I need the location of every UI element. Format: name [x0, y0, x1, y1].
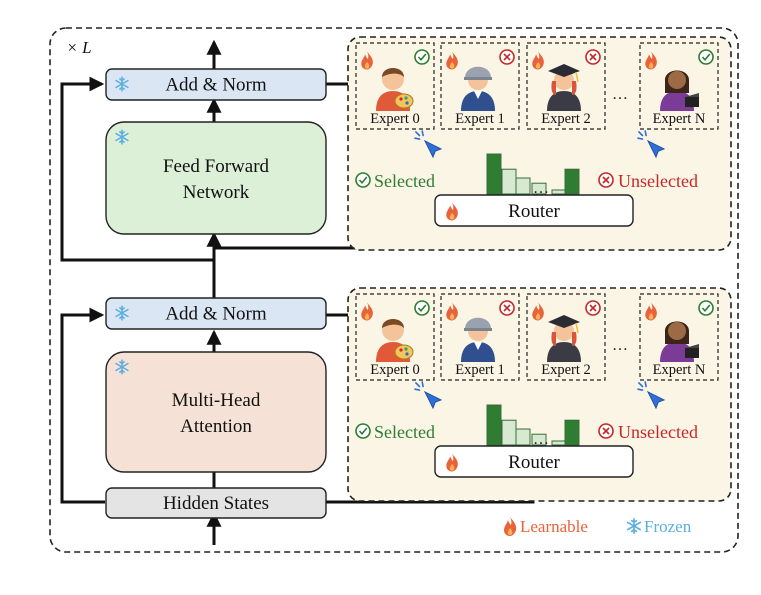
residual-ffn-connection	[60, 76, 214, 262]
legend-learnable-label: Learnable	[520, 517, 588, 536]
expert-avatar-icon	[546, 314, 582, 363]
feed-forward-network-block-label-line1: Feed Forward	[163, 156, 270, 177]
repeat-count-label: × L	[66, 38, 91, 57]
router-bars-ellipsis: …	[533, 431, 549, 448]
expert-card-attention-0	[355, 293, 435, 381]
expert-card-ffn-2	[526, 42, 606, 130]
add-norm-block-bottom-label: Add & Norm	[165, 304, 267, 325]
expert-label-1: Expert 1	[455, 111, 505, 127]
multi-head-attention-block	[105, 351, 327, 473]
unselected-label: Unselected	[618, 422, 698, 442]
selected-check-icon	[414, 49, 430, 65]
repeat-frame	[49, 27, 739, 553]
legend-frozen-label: Frozen	[644, 517, 692, 536]
expert-card-ffn-0	[355, 42, 435, 130]
add-norm-block-top-label: Add & Norm	[165, 75, 267, 96]
experts-ellipsis: …	[612, 337, 628, 354]
add-norm-block-top	[105, 68, 327, 101]
expert-label-0: Expert 0	[370, 362, 420, 378]
router-label: Router	[508, 452, 560, 473]
router-score-bar-5	[564, 419, 580, 446]
hidden-states-block	[105, 487, 327, 519]
selected-label: Selected	[374, 422, 435, 442]
router-box-attention	[434, 445, 634, 478]
router-score-bar-0	[486, 153, 502, 195]
unselected-cross-icon	[585, 300, 601, 316]
unselected-cross-icon	[598, 423, 614, 439]
add-norm-block-bottom	[105, 297, 327, 330]
router-label: Router	[508, 201, 560, 222]
residual-attention-connection	[60, 307, 105, 504]
expert-label-3: Expert N	[653, 111, 706, 127]
router-score-bar-2	[515, 428, 531, 446]
selected-check-icon	[355, 172, 371, 188]
expert-card-attention-1	[440, 293, 520, 381]
expert-label-1: Expert 1	[455, 362, 505, 378]
router-score-bar-5	[564, 168, 580, 195]
router-score-bar-3	[531, 433, 547, 446]
selected-check-icon	[355, 423, 371, 439]
unselected-label: Unselected	[618, 171, 698, 191]
feed-forward-network-block	[105, 121, 327, 235]
unselected-cross-icon	[598, 172, 614, 188]
expert-label-0: Expert 0	[370, 111, 420, 127]
selected-check-icon	[698, 300, 714, 316]
router-score-bar-0	[486, 404, 502, 446]
feed-forward-network-block-label-line2: Network	[183, 182, 250, 203]
selected-label: Selected	[374, 171, 435, 191]
learnable-flame-icon	[504, 517, 517, 536]
multi-head-attention-block-label-line2: Attention	[180, 416, 252, 437]
router-score-bar-4	[551, 189, 567, 195]
router-score-bar-1	[501, 419, 517, 446]
unselected-cross-icon	[499, 300, 515, 316]
router-box-ffn	[434, 194, 634, 227]
expert-label-2: Expert 2	[541, 362, 591, 378]
expert-card-attention-3	[639, 293, 719, 381]
expert-card-ffn-1	[440, 42, 520, 130]
expert-card-ffn-3	[639, 42, 719, 130]
unselected-cross-icon	[499, 49, 515, 65]
router-score-bar-3	[531, 182, 547, 195]
experts-ellipsis: …	[612, 86, 628, 103]
hidden-states-block-label: Hidden States	[163, 493, 269, 514]
expert-label-2: Expert 2	[541, 111, 591, 127]
expert-label-3: Expert N	[653, 362, 706, 378]
frozen-snowflake-icon	[626, 517, 642, 535]
expert-avatar-icon	[546, 63, 582, 112]
selected-check-icon	[414, 300, 430, 316]
router-score-bar-1	[501, 168, 517, 195]
router-score-bar-2	[515, 177, 531, 195]
selected-check-icon	[698, 49, 714, 65]
router-score-bar-4	[551, 440, 567, 446]
router-bars-ellipsis: …	[533, 180, 549, 197]
expert-card-attention-2	[526, 293, 606, 381]
unselected-cross-icon	[585, 49, 601, 65]
multi-head-attention-block-label-line1: Multi-Head	[172, 390, 261, 411]
